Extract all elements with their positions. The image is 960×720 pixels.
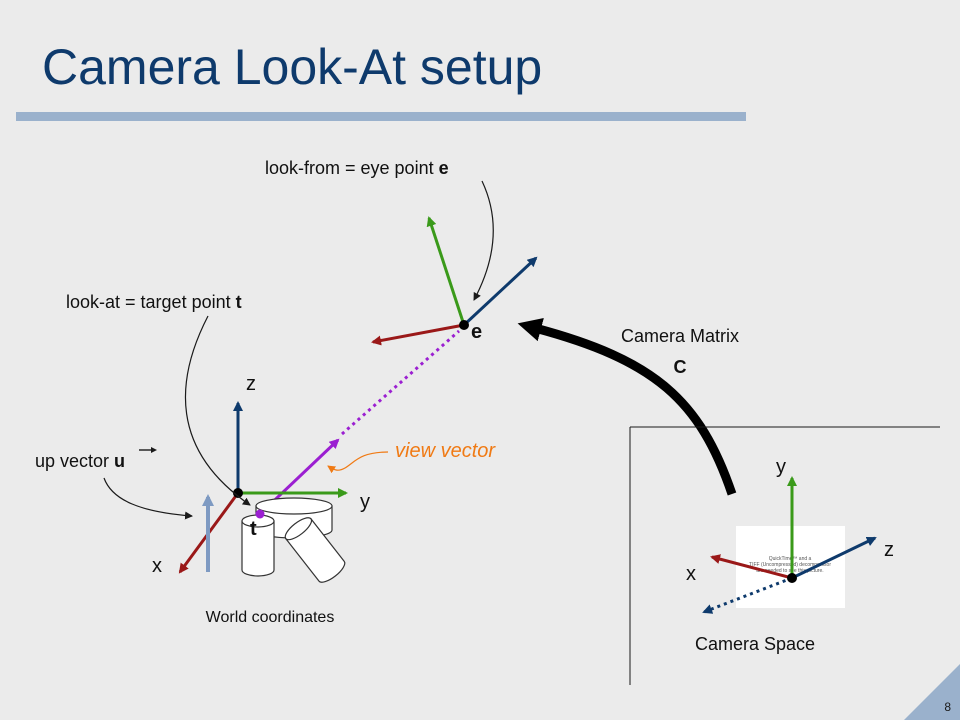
look-from-callout bbox=[473, 180, 494, 301]
camera-z-label: z bbox=[884, 539, 894, 561]
world-coordinates-label: World coordinates bbox=[206, 609, 335, 626]
view-vector-callout bbox=[327, 451, 389, 474]
camera-matrix-arrow bbox=[517, 317, 737, 496]
camera-matrix-var: C bbox=[674, 357, 687, 377]
eye-point-dot bbox=[459, 320, 469, 330]
camera-x-label: x bbox=[686, 563, 696, 585]
camera-x-axis bbox=[710, 554, 793, 580]
camera-y-label: y bbox=[776, 456, 786, 478]
eye-x-axis bbox=[371, 323, 465, 346]
view-vector-label: view vector bbox=[395, 440, 496, 462]
placeholder-line-2: TIFF (Uncompressed) decompressor bbox=[749, 562, 831, 568]
camera-z-axis bbox=[791, 536, 877, 580]
look-at-callout bbox=[184, 315, 251, 506]
up-vector-overbar-head bbox=[151, 447, 157, 453]
camera-view-dotted bbox=[702, 576, 793, 614]
slide-title: Camera Look-At setup bbox=[42, 39, 543, 95]
placeholder-line-1: QuickTime™ and a bbox=[769, 556, 812, 562]
eye-z-axis bbox=[462, 256, 538, 327]
world-y-label: y bbox=[360, 491, 370, 513]
world-z-label: z bbox=[246, 373, 256, 395]
target-point-label: t bbox=[250, 518, 257, 540]
eye-point-label: e bbox=[471, 321, 482, 343]
camera-origin-dot bbox=[787, 573, 797, 583]
world-objects bbox=[241, 497, 346, 583]
world-x-label: x bbox=[152, 555, 162, 577]
look-from-label: look-from = eye point e bbox=[265, 158, 449, 178]
eye-y-axis bbox=[426, 216, 466, 326]
title-underline bbox=[16, 112, 746, 121]
page-number: 8 bbox=[944, 700, 951, 714]
up-vector-callout bbox=[103, 477, 193, 520]
placeholder-line-3: are needed to see this picture. bbox=[756, 568, 823, 574]
up-vector-label: up vector u bbox=[35, 451, 125, 471]
view-vector-dotted bbox=[341, 329, 460, 436]
target-point-dot bbox=[255, 509, 265, 519]
world-origin-dot bbox=[233, 488, 243, 498]
camera-matrix-label: Camera Matrix bbox=[621, 326, 739, 346]
look-at-label: look-at = target point t bbox=[66, 292, 242, 312]
camera-space-label: Camera Space bbox=[695, 634, 815, 654]
